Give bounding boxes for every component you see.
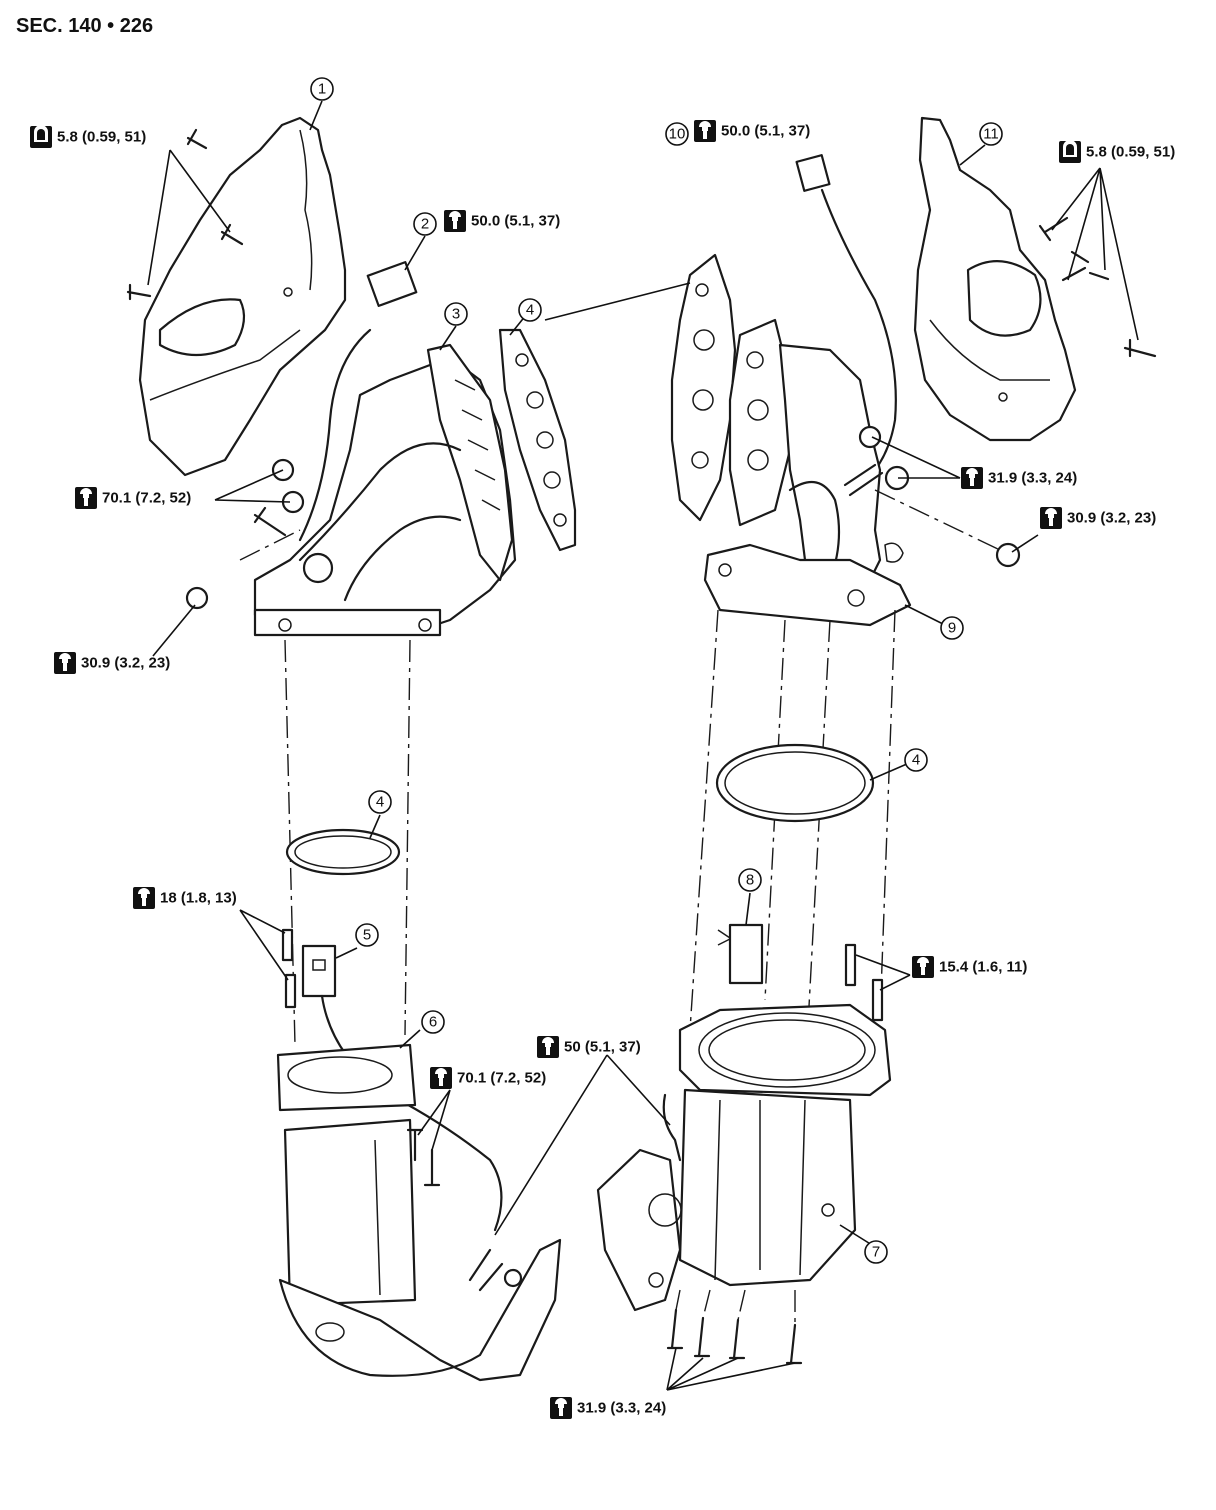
torque-wrench-icon [537,1036,559,1058]
callout-4-right: 4 [904,748,928,772]
section-reference: SEC. 140 • 226 [16,15,153,37]
callout-5: 5 [355,923,379,947]
svg-text:30.9 (3.2, 23): 30.9 (3.2, 23) [1067,510,1156,527]
torque-oxygen-sensors: 50 (5.1, 37) [537,1036,641,1058]
torque-wrench-icon [444,210,466,232]
torque-sensor-10: 50.0 (5.1, 37) [694,120,810,142]
callout-10: 10 [665,122,689,146]
callout-2: 2 [413,212,437,236]
torque-bottom-bolts: 31.9 (3.3, 24) [550,1397,666,1419]
right-manifold-gasket [670,253,737,522]
svg-text:6: 6 [429,1014,437,1031]
torque-wrench-icon [430,1067,452,1089]
left-manifold-fasteners [185,458,334,610]
torque-wrench-filled-icon [30,125,52,148]
torque-left-nut: 30.9 (3.2, 23) [54,652,170,674]
callout-1: 1 [310,77,334,101]
leader-lines [147,100,1139,1391]
svg-text:18 (1.8, 13): 18 (1.8, 13) [160,890,237,907]
torque-wrench-icon [912,956,934,978]
left-ring-gasket-inner [294,835,392,869]
svg-text:50.0 (5.1, 37): 50.0 (5.1, 37) [471,213,560,230]
right-ring-gasket-inner [724,751,866,815]
callout-9: 9 [940,616,964,640]
svg-text:50 (5.1, 37): 50 (5.1, 37) [564,1039,641,1056]
torque-wrench-icon [1040,507,1062,529]
svg-text:5.8 (0.59, 51): 5.8 (0.59, 51) [1086,144,1175,161]
torque-right-nut: 30.9 (3.2, 23) [1040,507,1156,529]
torque-right-studs: 15.4 (1.6, 11) [912,956,1027,978]
right-heat-insulator [913,116,1077,442]
callout-7: 7 [864,1240,888,1264]
torque-wrench-icon [54,652,76,674]
svg-text:31.9 (3.3, 24): 31.9 (3.3, 24) [577,1400,666,1417]
svg-text:15.4 (1.6, 11): 15.4 (1.6, 11) [939,959,1027,976]
svg-text:7: 7 [872,1244,880,1261]
torque-left-catalyst-studs: 18 (1.8, 13) [133,887,237,909]
left-ring-gasket [285,828,401,876]
callout-11: 11 [979,122,1003,146]
svg-text:11: 11 [983,126,999,143]
svg-text:10: 10 [669,126,686,143]
torque-right-manifold-nuts: 31.9 (3.3, 24) [961,467,1077,489]
torque-wrench-icon [694,120,716,142]
svg-text:4: 4 [526,302,534,319]
callout-3: 3 [444,302,468,326]
svg-text:4: 4 [376,794,384,811]
svg-text:31.9 (3.3, 24): 31.9 (3.3, 24) [988,470,1077,487]
svg-text:70.1 (7.2, 52): 70.1 (7.2, 52) [457,1070,546,1087]
callout-4-left: 4 [368,790,392,814]
right-air-fuel-sensor [795,154,897,472]
left-exhaust-manifold [253,343,517,637]
torque-sensor-2: 50.0 (5.1, 37) [444,210,560,232]
torque-wrench-icon [75,487,97,509]
svg-text:5.8 (0.59, 51): 5.8 (0.59, 51) [57,129,146,146]
torque-heat-insulator-right: 5.8 (0.59, 51) [1059,140,1175,163]
left-alignment-lines [239,529,411,1046]
left-heat-insulator [138,116,347,477]
torque-wrench-icon [550,1397,572,1419]
left-manifold-gasket [498,328,577,552]
torque-wrench-icon [961,467,983,489]
insulator-bolts-right [1038,216,1157,358]
torque-left-studs: 70.1 (7.2, 52) [75,487,191,509]
svg-text:4: 4 [912,752,920,769]
right-manifold-fasteners [843,425,1021,568]
svg-text:5: 5 [363,927,371,944]
left-catalyst-bolts [406,1128,441,1187]
left-studs [281,928,297,1009]
right-catalyst-bolts [666,1289,803,1365]
svg-text:30.9 (3.2, 23): 30.9 (3.2, 23) [81,655,170,672]
right-heated-oxygen-sensor-connector [717,923,764,985]
section-reference-text: SEC. 140 • 226 [16,15,153,37]
left-heated-oxygen-sensor-connector [301,944,503,1232]
svg-text:2: 2 [421,216,429,233]
callout-4-top: 4 [518,298,542,322]
svg-text:1: 1 [318,81,326,98]
callout-8: 8 [738,868,762,892]
left-three-way-catalyst [276,1043,562,1382]
right-three-way-catalyst [596,1003,892,1312]
torque-wrench-filled-icon [1059,140,1081,163]
right-ring-gasket [715,743,875,823]
svg-text:9: 9 [948,620,956,637]
svg-text:50.0 (5.1, 37): 50.0 (5.1, 37) [721,123,810,140]
torque-wrench-icon [133,887,155,909]
svg-text:8: 8 [746,872,754,889]
torque-left-catalyst-bolts: 70.1 (7.2, 52) [430,1067,546,1089]
svg-text:3: 3 [452,306,460,323]
insulator-bolts-left [126,128,244,301]
svg-text:70.1 (7.2, 52): 70.1 (7.2, 52) [102,490,191,507]
torque-heat-insulator-left: 5.8 (0.59, 51) [30,125,146,148]
right-studs [844,943,884,1022]
right-exhaust-manifold [703,318,912,627]
callout-6: 6 [421,1010,445,1034]
left-air-fuel-sensor [298,261,418,542]
